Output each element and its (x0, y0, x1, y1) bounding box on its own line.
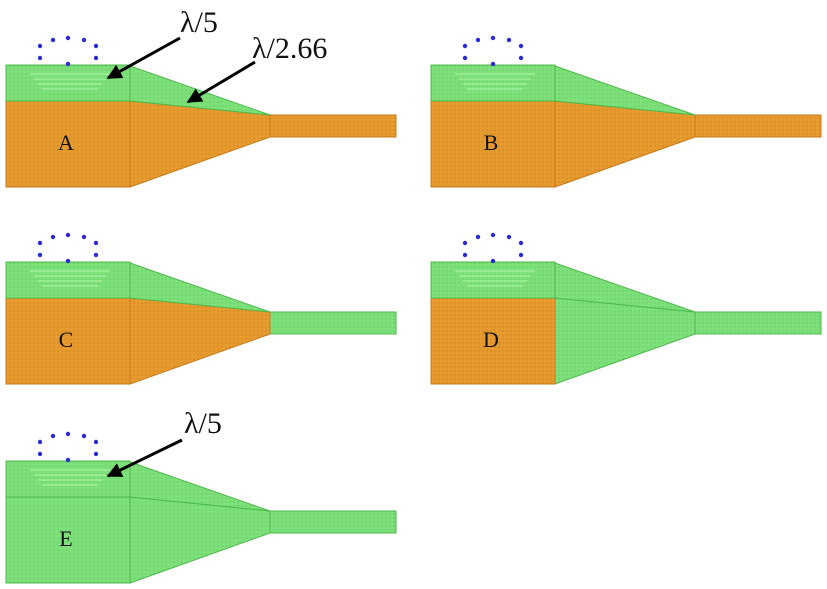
rod-c (267, 311, 397, 335)
arrow-lambda-5-bottom (106, 438, 183, 478)
source-dot-b-8 (490, 61, 496, 67)
source-dot-c-7 (93, 252, 99, 258)
source-dot-d-3 (490, 232, 496, 238)
panel-b: B (430, 35, 822, 188)
rod-a (267, 114, 397, 138)
source-dot-a-8 (65, 61, 71, 67)
annotation-lambda-266: λ/2.66 (186, 32, 327, 104)
source-dot-d-4 (506, 234, 512, 240)
arrow-lambda-5-top (106, 36, 181, 80)
base-block-c (5, 297, 131, 385)
rod-b (692, 114, 822, 138)
source-dot-a-2 (50, 37, 56, 43)
source-dot-e-8 (65, 457, 71, 463)
lambda-5-top-label: λ/5 (180, 6, 218, 39)
source-dot-c-8 (65, 258, 71, 264)
source-dot-e-3 (65, 431, 71, 437)
source-dot-a-3 (65, 35, 71, 41)
base-block-a (5, 100, 131, 188)
source-dot-d-6 (462, 252, 468, 258)
rod-e (267, 510, 397, 534)
top-layer-c (5, 261, 131, 299)
source-dot-e-7 (93, 451, 99, 457)
source-dot-d-1 (462, 240, 468, 246)
top-layer-e (5, 460, 131, 498)
source-dot-d-8 (490, 258, 496, 264)
panel-label-b: B (484, 130, 499, 155)
taper-d (554, 297, 696, 385)
arrow-lambda-266 (186, 60, 256, 104)
source-dot-a-7 (93, 55, 99, 61)
panel-label-d: D (483, 327, 499, 352)
source-dot-a-6 (37, 55, 43, 61)
source-dot-e-1 (37, 439, 43, 445)
annotation-lambda-5-top: λ/5 (106, 6, 218, 80)
taper-e (129, 496, 271, 584)
taper-c (129, 297, 271, 385)
source-dot-e-5 (93, 439, 99, 445)
source-dot-a-4 (81, 37, 87, 43)
source-dot-b-4 (506, 37, 512, 43)
rod-d (692, 311, 822, 335)
top-layer-b (430, 64, 556, 102)
annotation-lambda-5-bottom: λ/5 (106, 407, 222, 478)
source-dot-d-5 (518, 240, 524, 246)
panel-label-c: C (59, 327, 74, 352)
panel-label-e: E (59, 526, 72, 551)
taper-b (554, 100, 696, 188)
source-dot-e-2 (50, 433, 56, 439)
panel-e: E (5, 431, 397, 584)
source-dot-d-7 (518, 252, 524, 258)
source-dot-c-1 (37, 240, 43, 246)
source-dot-b-1 (462, 43, 468, 49)
source-dot-d-2 (475, 234, 481, 240)
source-dot-c-2 (50, 234, 56, 240)
panel-a: A (5, 35, 397, 188)
top-layer-a (5, 64, 131, 102)
source-dot-b-6 (462, 55, 468, 61)
top-layer-d (430, 261, 556, 299)
source-dot-a-5 (93, 43, 99, 49)
source-dot-c-6 (37, 252, 43, 258)
lambda-5-bottom-label: λ/5 (184, 407, 222, 440)
taper-a (129, 100, 271, 188)
source-dot-c-4 (81, 234, 87, 240)
source-dot-c-5 (93, 240, 99, 246)
source-dot-b-7 (518, 55, 524, 61)
source-dot-b-3 (490, 35, 496, 41)
source-dot-a-1 (37, 43, 43, 49)
panel-label-a: A (58, 130, 74, 155)
base-block-e (5, 496, 131, 584)
source-dot-e-6 (37, 451, 43, 457)
source-dot-b-2 (475, 37, 481, 43)
panel-d: D (430, 232, 822, 385)
source-dot-e-4 (81, 433, 87, 439)
panel-c: C (5, 232, 397, 385)
base-block-d (430, 297, 556, 385)
source-dot-b-5 (518, 43, 524, 49)
lambda-266-label: λ/2.66 (252, 32, 327, 65)
source-dot-c-3 (65, 232, 71, 238)
base-block-b (430, 100, 556, 188)
